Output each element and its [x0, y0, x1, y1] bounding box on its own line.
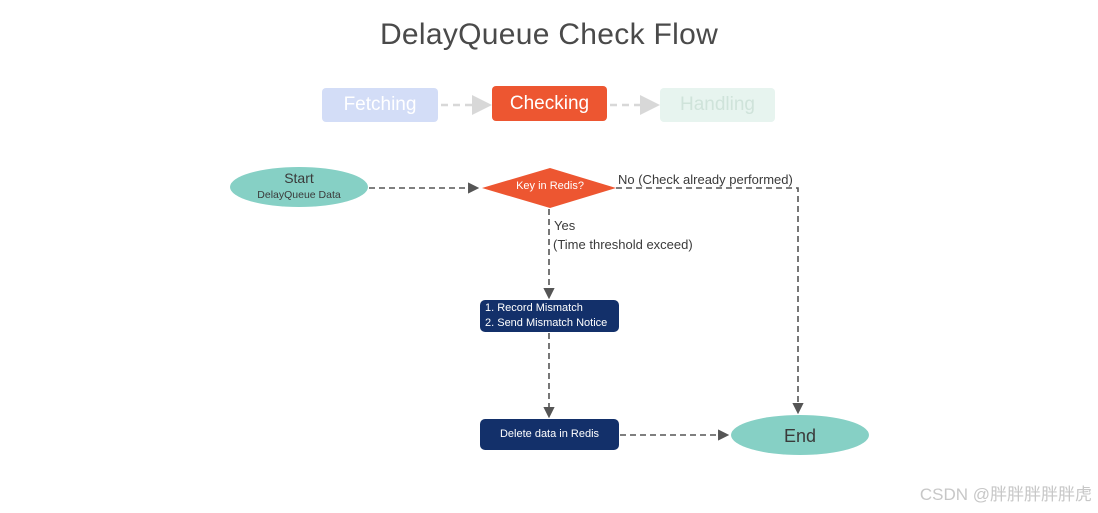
watermark: CSDN @胖胖胖胖胖虎 — [919, 485, 1092, 504]
start-sublabel: DelayQueue Data — [257, 189, 341, 201]
no-edge-label: No (Check already performed) — [618, 172, 793, 187]
delete-redis-node: Delete data in Redis — [480, 419, 619, 450]
end-node — [731, 415, 869, 455]
decision-label: Key in Redis? — [516, 180, 584, 192]
yes-edge-condition-label: (Time threshold exceed) — [553, 237, 693, 252]
yes-edge-label: Yes — [554, 218, 576, 233]
stage-fetching: Fetching — [322, 88, 438, 122]
record-step-1: 1. Record Mismatch — [485, 302, 583, 314]
record-step-2: 2. Send Mismatch Notice — [485, 317, 608, 329]
end-label: End — [783, 426, 817, 446]
decision-node — [482, 168, 616, 208]
stage-handling: Handling — [660, 88, 775, 122]
start-node — [230, 167, 368, 207]
diagram-title: DelayQueue Check Flow — [379, 18, 719, 51]
edge-decision-no-to-end — [616, 187, 804, 415]
start-label: Start — [284, 170, 314, 186]
record-mismatch-node: 1. Record Mismatch 2. Send Mismatch Noti… — [480, 300, 619, 332]
stage-checking: Checking — [492, 86, 607, 121]
